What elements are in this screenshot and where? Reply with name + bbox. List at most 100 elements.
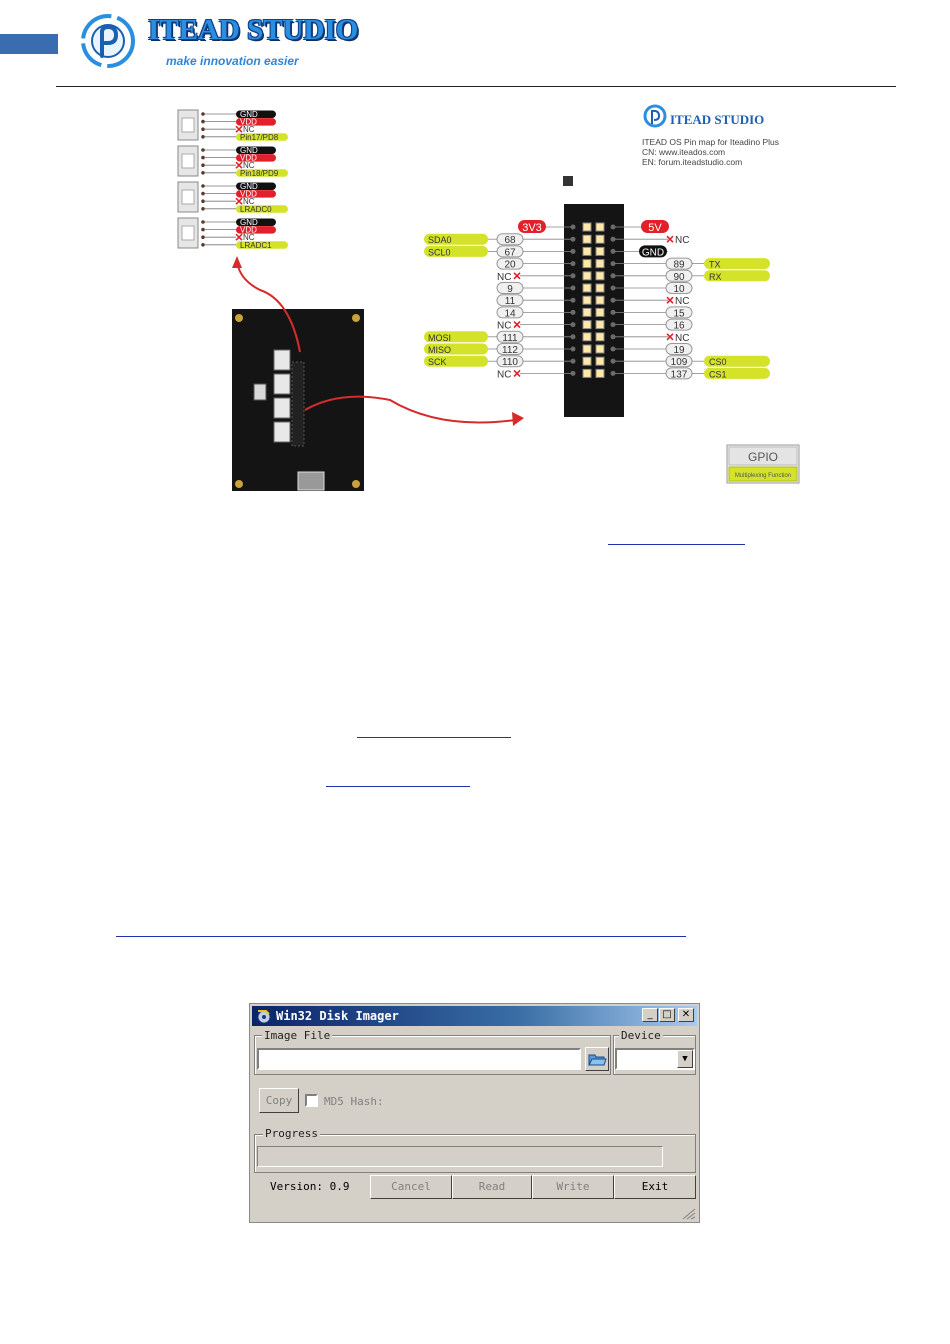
link-underline[interactable] <box>116 936 686 937</box>
right-function-label: CS0 <box>709 357 727 367</box>
right-pin-label: 109 <box>671 357 688 368</box>
right-pin-label: GND <box>642 247 664 258</box>
right-pin-label: 16 <box>673 321 685 332</box>
window-title: Win32 Disk Imager <box>276 1009 399 1023</box>
pin-number-pill <box>496 257 524 270</box>
maximize-button[interactable]: □ <box>659 1008 675 1022</box>
connector-label-pill <box>236 146 276 154</box>
link-underline[interactable] <box>357 737 511 738</box>
nc-cross-icon <box>513 321 521 329</box>
write-button[interactable]: Write <box>532 1175 614 1199</box>
header-hole <box>570 346 576 352</box>
header-pin <box>595 295 605 305</box>
chevron-down-icon[interactable]: ▼ <box>677 1050 693 1068</box>
connector-label: VDD <box>240 226 257 235</box>
title-bar[interactable]: Win32 Disk Imager _ □ ✕ <box>252 1006 697 1026</box>
legend-gpio: GPIO <box>748 450 778 464</box>
close-button[interactable]: ✕ <box>678 1008 694 1022</box>
connector-label: LRADC1 <box>240 241 272 250</box>
device-label: Device <box>619 1029 663 1042</box>
right-pin-label: 19 <box>673 345 685 356</box>
md5-label: MD5 Hash: <box>324 1095 384 1108</box>
resize-grip-icon[interactable] <box>682 1208 696 1220</box>
connector-label: NC <box>243 161 255 170</box>
version-label: Version: 0.9 <box>270 1180 350 1193</box>
link-underline[interactable] <box>326 786 470 787</box>
right-pin-label: 137 <box>671 369 688 380</box>
header-pin <box>595 222 605 232</box>
nc-cross-icon <box>235 197 243 205</box>
right-pin-label: NC <box>675 235 689 246</box>
connector-label: GND <box>240 182 258 191</box>
header-hole <box>610 236 616 242</box>
sensor-connectors: GNDVDDNCPin17/PD8GNDVDDNCPin18/PD9GNDVDD… <box>177 109 288 250</box>
connector-label: GND <box>240 218 258 227</box>
header-pin <box>582 246 592 256</box>
nc-cross-icon <box>666 333 674 341</box>
connector-pin <box>201 112 205 116</box>
device-select[interactable]: ▼ <box>615 1048 695 1070</box>
connector-label: VDD <box>240 190 257 199</box>
function-pill <box>704 270 770 282</box>
copy-button[interactable]: Copy <box>259 1088 299 1113</box>
header-pin <box>582 222 592 232</box>
exit-button[interactable]: Exit <box>614 1175 696 1199</box>
connector-label-pill <box>236 182 276 190</box>
header-divider <box>56 86 896 87</box>
cancel-button[interactable]: Cancel <box>370 1175 452 1199</box>
header-hole <box>610 224 616 230</box>
connector-socket <box>181 225 195 241</box>
connector-label-pill <box>236 190 276 198</box>
pin-number-pill <box>665 318 693 331</box>
header-hole <box>610 309 616 315</box>
right-pin-label: 5V <box>648 222 662 234</box>
nc-cross-icon <box>513 369 521 377</box>
right-function-label: CS1 <box>709 369 727 379</box>
browse-button[interactable] <box>585 1047 609 1071</box>
header-pin <box>582 332 592 342</box>
connector-socket <box>181 117 195 133</box>
progress-bar <box>257 1146 663 1167</box>
function-pill <box>424 233 488 245</box>
md5-checkbox[interactable] <box>305 1094 318 1107</box>
pin-number-pill <box>496 282 524 294</box>
connector-pin <box>201 171 205 175</box>
connector-label: NC <box>243 125 255 134</box>
header-hole <box>570 309 576 315</box>
connector-label: GND <box>240 110 258 119</box>
nc-cross-icon <box>666 235 674 243</box>
header-pin <box>595 368 605 378</box>
read-button[interactable]: Read <box>452 1175 532 1199</box>
left-pin-label: 112 <box>502 345 518 356</box>
folder-open-icon <box>588 1054 607 1066</box>
header-pin <box>595 246 605 256</box>
header-pin <box>582 259 592 269</box>
left-pin-label: 111 <box>502 333 518 344</box>
left-pin-label: 11 <box>505 296 516 307</box>
progress-group <box>254 1134 696 1173</box>
connector-label: Pin17/PD8 <box>240 133 279 142</box>
left-pin-label: NC <box>497 321 511 332</box>
header-pin <box>595 356 605 366</box>
right-pin-label: 10 <box>673 284 685 295</box>
link-underline[interactable] <box>608 544 745 545</box>
header-pin <box>595 234 605 244</box>
header-pin <box>582 356 592 366</box>
header-pin <box>595 259 605 269</box>
header-accent-bar <box>0 34 58 54</box>
header-pin <box>582 320 592 330</box>
connector-pin <box>201 191 205 196</box>
power-pill <box>641 220 669 233</box>
header-hole <box>610 297 616 303</box>
left-function-label: SCK <box>428 357 447 367</box>
header-pin <box>595 332 605 342</box>
left-pin-label: 9 <box>507 284 513 295</box>
left-function-label: SCL0 <box>428 247 451 257</box>
image-file-input[interactable] <box>257 1048 581 1070</box>
connector-label-pill <box>236 118 276 126</box>
function-pill <box>424 355 488 367</box>
header-pin <box>595 320 605 330</box>
minimize-button[interactable]: _ <box>642 1008 658 1022</box>
function-pill <box>704 367 770 379</box>
connector-label-pill <box>236 241 288 249</box>
